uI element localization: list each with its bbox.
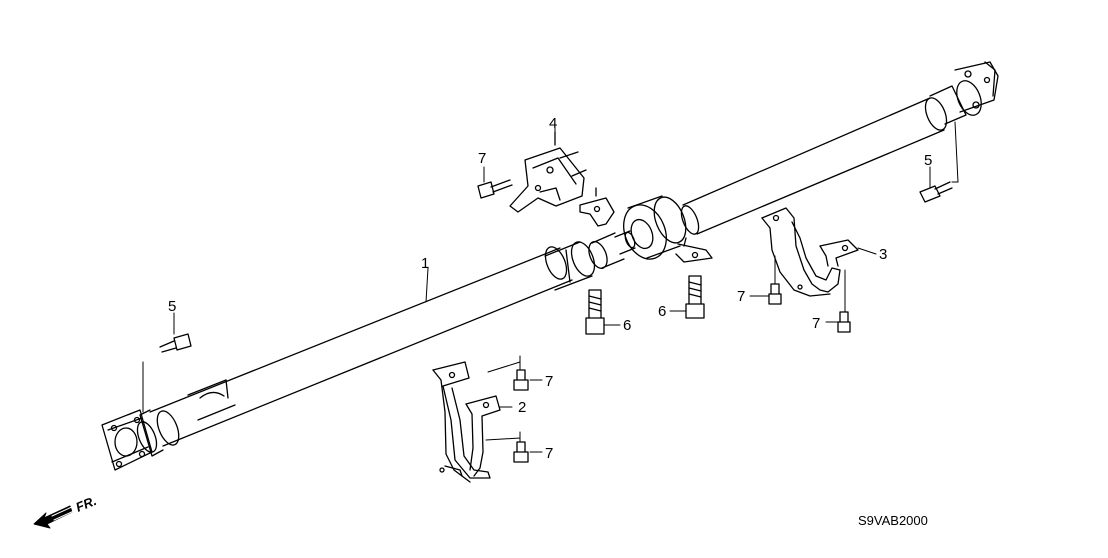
drawing-code: S9VAB2000 bbox=[858, 513, 928, 528]
bolt-7-right-low bbox=[837, 311, 851, 333]
leader-lines bbox=[142, 121, 959, 453]
callout-3: 3 bbox=[879, 246, 887, 263]
callout-4: 4 bbox=[549, 115, 557, 132]
propeller-shaft bbox=[101, 61, 999, 471]
bolt-7-bottom-a bbox=[513, 369, 529, 391]
callout-5-left: 5 bbox=[168, 298, 176, 315]
callout-7-top: 7 bbox=[478, 150, 486, 167]
bracket-part-3 bbox=[761, 207, 859, 297]
bolt-7-mid bbox=[768, 283, 782, 305]
bolt-7-bottom-c bbox=[513, 441, 529, 463]
bolt-6-right bbox=[685, 275, 705, 319]
callout-7-bottom-b: 7 bbox=[545, 445, 553, 462]
callout-2: 2 bbox=[518, 399, 526, 416]
callout-7-mid: 7 bbox=[737, 288, 745, 305]
callout-5-right: 5 bbox=[924, 152, 932, 169]
bolt-6-left bbox=[585, 289, 605, 335]
callout-7-bottom-a: 7 bbox=[545, 373, 553, 390]
bracket-part-2 bbox=[432, 361, 501, 483]
bolt-5-right bbox=[919, 181, 953, 203]
callout-labels: 1 2 3 4 5 5 6 6 7 7 7 7 7 bbox=[168, 115, 932, 462]
front-indicator-label: FR. bbox=[74, 493, 99, 515]
bolt-5-left bbox=[159, 333, 192, 353]
callout-7-right-low: 7 bbox=[812, 315, 820, 332]
callout-1: 1 bbox=[421, 255, 429, 272]
front-arrow-icon bbox=[33, 505, 77, 529]
heat-insulator bbox=[509, 131, 587, 213]
callout-6-left: 6 bbox=[623, 317, 631, 334]
callout-6-right: 6 bbox=[658, 303, 666, 320]
bolt-7-top bbox=[477, 179, 513, 199]
